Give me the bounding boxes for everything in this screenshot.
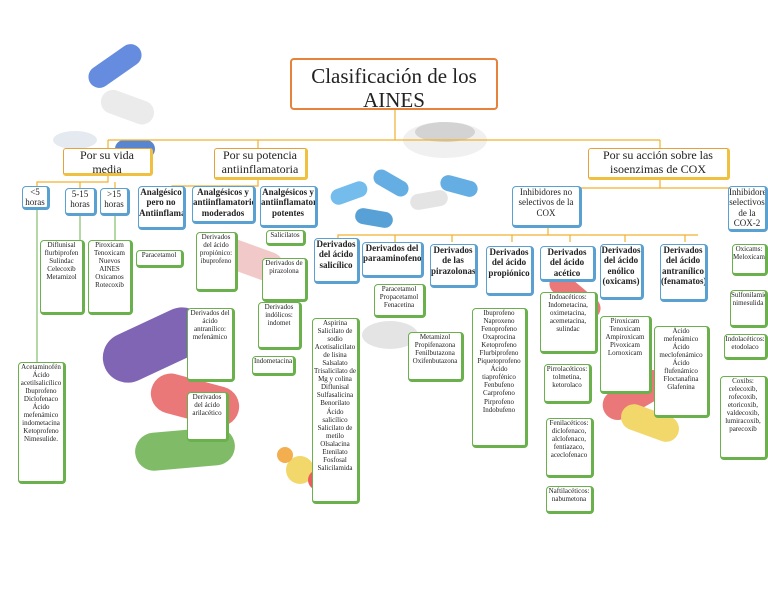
- potencia-paracetamol: Paracetamol: [136, 250, 184, 268]
- vida-media-b5-15-drugs: Diflunisal flurbiprofen Sulindac Celecox…: [40, 240, 85, 315]
- acetico-drugs-3: Fenilacéticos: diclofenaco, alclofenaco,…: [546, 418, 594, 478]
- capsule-icon-4: [440, 175, 478, 197]
- pill-icon-2: [100, 89, 155, 125]
- capsule-icon-3: [410, 190, 448, 210]
- potencia-mod-1: Derivados del ácido propiónico: ibuprofe…: [196, 232, 238, 292]
- salicilico-drugs: Aspirina Salicilato de sodio Acetisalici…: [312, 318, 360, 504]
- capsule-icon-1: [330, 181, 368, 205]
- cox-coxibs: Coxibs: celecoxib, rofecoxib, etoricoxib…: [720, 376, 768, 460]
- potencia-mod-3: Derivados del ácido arilacético: [187, 392, 229, 442]
- cox-oxicams: Oxicams: Meloxicam: [732, 244, 768, 276]
- map-title: Clasificación de los AINES: [290, 58, 498, 110]
- acetico-drugs-2: Pirrolacéticos: tolmetina, ketorolaco: [544, 364, 592, 404]
- vida-media-5-15: 5-15 horas: [65, 188, 97, 216]
- pill-icon-1: [88, 44, 142, 88]
- tablet-icon-3: [362, 321, 418, 349]
- cox-sulfonilamidas: Sulfonilamidas: nimesulida: [730, 290, 768, 328]
- cox-indolaceticos: Indolacéticos: etodolaco: [724, 334, 768, 360]
- tablet-icon-1: [53, 131, 97, 149]
- cox-no-selectivos: Inhibidores no selectivos de la COX: [512, 186, 582, 228]
- capsule-icon-5: [355, 208, 393, 228]
- enolico-drugs: Piroxicam Tenoxicam Ampiroxicam Pivoxica…: [600, 316, 652, 394]
- pirazolonas-drugs: Metamizol Propifenazona Fenilbutazona Ox…: [408, 332, 464, 382]
- derivado-pirazolonas: Derivados de las pirazolonas: [430, 244, 478, 288]
- potencia-pot-3: Derivados indólicos: indomet: [258, 302, 302, 350]
- derivado-antranilico: Derivados del ácido antranílico (fenamat…: [660, 244, 708, 302]
- potencia-pot-1: Salicilatos: [266, 230, 306, 246]
- potencia-pot-4: Indometacina: [252, 356, 296, 376]
- vida-media-gt15: >15 horas: [100, 188, 130, 216]
- tablet-icon-2: [286, 456, 314, 484]
- capsule-icon-11: [621, 404, 679, 442]
- derivado-enolico: Derivados del ácido enólico (oxicams): [600, 244, 644, 300]
- cox-selectivos: Inhibidores selectivos de la COX-2: [728, 186, 768, 232]
- derivado-propionico: Derivados del ácido propiónico: [486, 246, 534, 296]
- vida-media-lt5: <5 horas: [22, 186, 50, 210]
- potencia-pot-2: Derivados de pirazolona: [262, 258, 308, 302]
- branch-vida-media: Por su vida media: [63, 148, 153, 176]
- potencia-no-antiinf: Analgésico pero no Antiinflamatorio: [138, 186, 186, 230]
- capsule-icon-6: [102, 307, 208, 383]
- branch-cox: Por su acción sobre las isoenzimas de CO…: [588, 148, 730, 180]
- vida-media-lt5-drugs: Acetaminofén Ácido acetilsalicílico Ibup…: [18, 362, 66, 484]
- potencia-moderados: Analgésicos y antiinflamatorios moderado…: [192, 186, 256, 224]
- potencia-mod-2: Derivados del ácido antranílico: mefenám…: [187, 308, 235, 382]
- capsule-icon-2: [373, 169, 409, 197]
- acetico-drugs-1: Indoacéticos: Indometacina, oximetacina,…: [540, 292, 598, 354]
- derivado-acetico: Derivados del ácido acético: [540, 246, 596, 282]
- antranilico-drugs: Ácido mefenámico Ácido meclofenámico Áci…: [654, 326, 710, 418]
- acetico-drugs-4: Naftilacéticos: nabumetona: [546, 486, 594, 514]
- branch-potencia: Por su potencia antiinflamatoria: [214, 148, 308, 180]
- derivado-paraaminofenol: Derivados del paraaminofenol: [362, 242, 424, 278]
- derivado-salicilico: Derivados del ácido salicílico: [314, 238, 360, 284]
- potencia-potentes: Analgésicos y antiinflamatorios potentes: [260, 186, 318, 228]
- paraaminofenol-drugs: Paracetamol Propacetamol Fenacetina: [374, 284, 426, 318]
- propionico-drugs: Ibuprofeno Naproxeno Fenoprofeno Oxaproc…: [472, 308, 528, 448]
- vida-media-gt15-drugs: Piroxicam Tenoxicam Nuevos AINES Oxicamo…: [88, 240, 133, 315]
